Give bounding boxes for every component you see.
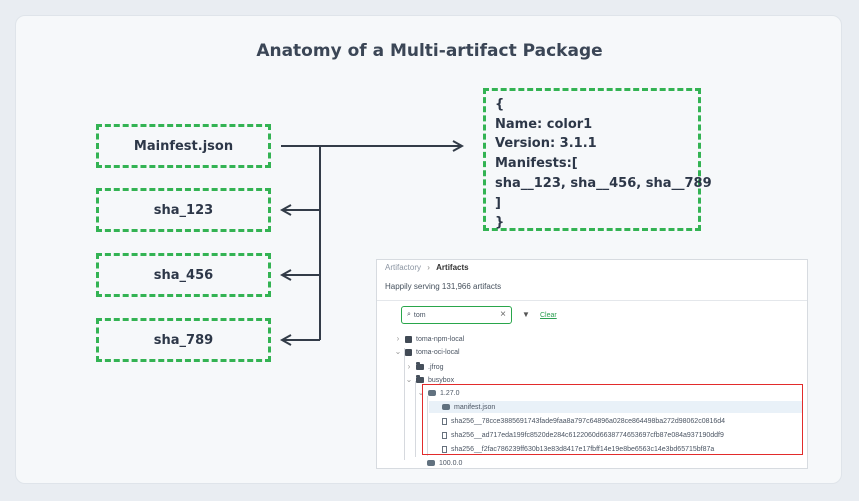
chevron-down-icon[interactable]: ⌄ [405,375,413,384]
folder-icon [416,362,424,370]
tree-guide-1 [404,348,405,460]
tree-item-busybox[interactable]: ⌄ busybox [405,374,454,386]
file-icon [442,445,447,453]
tree-item-label: 100.0.0 [439,459,463,467]
tree-item-sha-78cce[interactable]: sha256__78cce3885691743fade9faa8a797c648… [442,415,725,427]
sha456-box: sha_456 [96,253,271,297]
chevron-down-icon[interactable]: ⌄ [417,388,425,397]
chevron-right-icon[interactable]: › [407,362,411,371]
tree-guide-2 [415,381,416,457]
manifest-json-box: { Name: color1 Version: 3.1.1 Manifests:… [483,88,712,231]
diagram-title: Anatomy of a Multi-artifact Package [256,41,603,61]
search-icon: ⌕ [407,311,411,318]
tree-item-version-100-0-0[interactable]: 100.0.0 [427,457,463,468]
tree-item-jfrog[interactable]: › .jfrog [405,361,444,373]
chevron-down-icon[interactable]: ⌄ [394,347,402,356]
tree-item-version-1-27-0[interactable]: ⌄ 1.27.0 [417,387,460,399]
breadcrumb-current: Artifacts [436,263,469,272]
tree-item-label: toma-oci-local [416,348,460,356]
file-icon [442,431,447,439]
header-divider [377,300,807,301]
search-field[interactable]: ⌕ × [401,306,512,324]
repository-icon [405,348,412,356]
docker-icon [427,460,435,466]
file-icon [442,417,447,425]
clear-search-icon[interactable]: × [500,309,506,320]
breadcrumb-separator-icon: › [427,263,430,272]
manifest-box: Mainfest.json [96,124,271,168]
tree-item-label: sha256__78cce3885691743fade9faa8a797c648… [451,417,726,425]
sha789-box-label: sha_789 [153,332,214,348]
open-folder-icon [416,375,424,383]
filter-icon[interactable]: ▼ [522,310,530,319]
tree-guide-3 [427,396,428,456]
tree-item-label: busybox [428,376,455,384]
tree-item-label: toma-npm-local [416,335,465,343]
sha456-box-label: sha_456 [153,267,214,283]
clear-filter-link[interactable]: Clear [540,312,557,319]
tree-item-toma-oci-local[interactable]: ⌄ toma-oci-local [394,346,460,358]
tree-item-sha-f2fac[interactable]: sha256__f2fac786239ff630b13e83d8417e17fb… [442,443,714,455]
sha789-box: sha_789 [96,318,271,362]
breadcrumb-root[interactable]: Artifactory [385,263,422,272]
manifest-file-icon [442,404,450,410]
tree-item-manifest-json[interactable]: manifest.json [429,401,802,413]
artifact-count-text: Happily serving 131,966 artifacts [385,282,502,291]
manifest-box-label: Mainfest.json [133,138,234,154]
search-input[interactable] [410,311,494,319]
tree-item-label: sha256__ad717eda199fc8520de284c6122060d6… [451,431,724,439]
repository-icon [405,335,412,343]
docker-icon [428,390,436,396]
chevron-right-icon[interactable]: › [396,334,400,343]
sha123-box: sha_123 [96,188,271,232]
tree-item-toma-npm-local[interactable]: › toma-npm-local [394,333,464,345]
tree-item-label: .jfrog [428,363,444,371]
tree-item-label: sha256__f2fac786239ff630b13e83d8417e17fb… [451,445,715,453]
highlighted-package-frame [422,384,803,455]
tree-item-sha-ad717[interactable]: sha256__ad717eda199fc8520de284c6122060d6… [442,429,724,441]
artifactory-panel: Artifactory › Artifacts Happily serving … [376,259,808,469]
sha123-box-label: sha_123 [153,202,214,218]
tree-item-label: manifest.json [454,403,496,411]
tree-item-label: 1.27.0 [440,389,460,397]
breadcrumb: Artifactory › Artifacts [385,263,469,272]
